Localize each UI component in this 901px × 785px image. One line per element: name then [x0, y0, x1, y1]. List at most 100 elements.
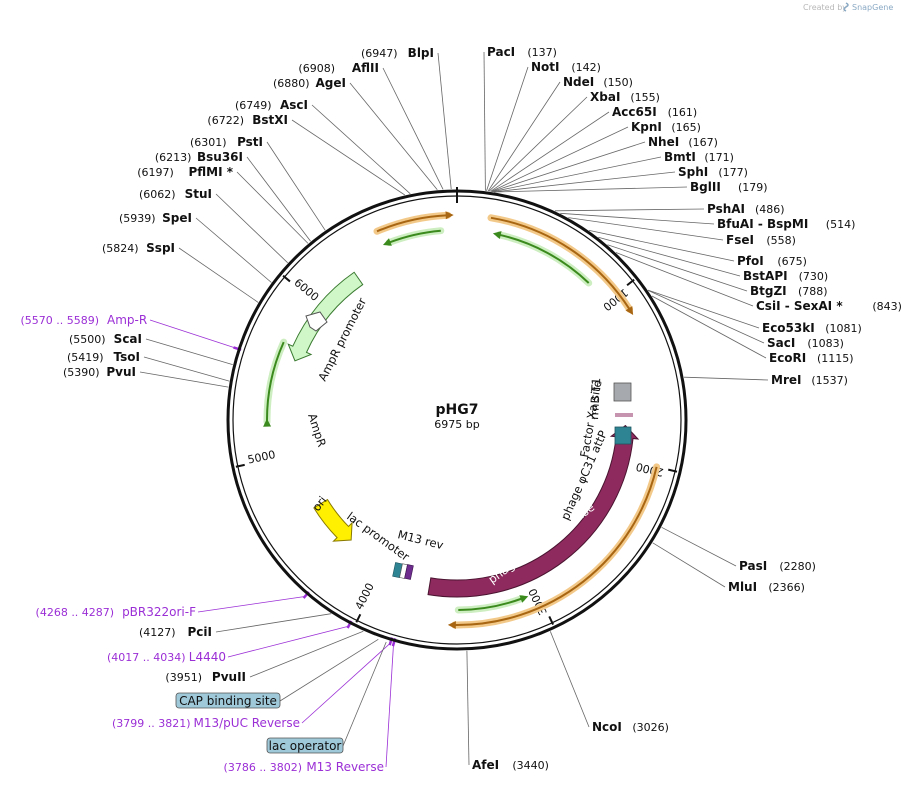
- terminator-rrnb-t1-block[interactable]: [613, 382, 632, 402]
- enzyme-pflmi-name[interactable]: PflMI *: [188, 165, 233, 179]
- orf-arc-bottom-inner[interactable]: [458, 597, 523, 611]
- enzyme-xbai-name[interactable]: XbaI: [590, 90, 620, 104]
- primer-amp-r-name[interactable]: Amp-R: [107, 313, 147, 327]
- enzyme-ecori-name[interactable]: EcoRI: [769, 351, 806, 365]
- primer-pbr322ori-f-range: (4268 .. 4287): [36, 606, 115, 619]
- orf-arc-left-inner-glow: [263, 338, 288, 426]
- enzyme-sphi-name[interactable]: SphI: [678, 165, 708, 179]
- enzyme-kpni-name[interactable]: KpnI: [631, 120, 662, 134]
- ampr-arrow[interactable]: [287, 271, 364, 362]
- enzyme-aflii-position: (6908): [298, 62, 335, 75]
- primer-pbr322ori-f-name[interactable]: pBR322ori-F: [122, 605, 196, 619]
- primer-m13-reverse-name[interactable]: M13 Reverse: [306, 760, 384, 774]
- ampr-promoter-arrow[interactable]: [305, 311, 328, 332]
- enzyme-sspi-leader: [178, 247, 259, 303]
- primer-m13-reverse-range: (3786 .. 3802): [224, 761, 303, 774]
- ori-arrow[interactable]: [313, 498, 353, 542]
- enzyme-scai-leader: [145, 338, 233, 365]
- enzyme-bsu36i-position: (6213): [155, 151, 192, 164]
- enzyme-sphi-leader: [493, 171, 676, 193]
- enzyme-bstxi-name[interactable]: BstXI: [252, 113, 288, 127]
- enzyme-bsu36i-name[interactable]: Bsu36I: [197, 150, 243, 164]
- enzyme-scai-name[interactable]: ScaI: [114, 332, 142, 346]
- enzyme-noti-name[interactable]: NotI: [531, 60, 560, 74]
- enzyme-paci-name[interactable]: PacI: [487, 45, 515, 59]
- enzyme-bsu36i-leader: [246, 156, 311, 242]
- enzyme-ndei-name[interactable]: NdeI: [563, 75, 594, 89]
- enzyme-blpi-name[interactable]: BlpI: [408, 46, 434, 60]
- enzyme-asci-name[interactable]: AscI: [280, 98, 308, 112]
- tick-label-6000: 6000: [291, 276, 321, 304]
- enzyme-bfuai-bspmi-leader: [560, 212, 715, 225]
- orf-arc-left-inner[interactable]: [265, 341, 285, 422]
- enzyme-fsei-position: (558): [766, 234, 796, 247]
- enzyme-tsoi-position: (5419): [67, 351, 104, 364]
- orf-arc-bottom[interactable]: [454, 466, 658, 627]
- enzyme-ncoi-name[interactable]: NcoI: [592, 720, 622, 734]
- leader-lines: [139, 51, 769, 768]
- enzyme-csii-sexai-leader: [615, 252, 754, 307]
- enzyme-bmti-leader: [492, 156, 662, 193]
- enzyme-fsei-name[interactable]: FseI: [726, 233, 754, 247]
- enzyme-bglii-name[interactable]: BglII: [690, 180, 721, 194]
- enzyme-aflii-leader: [382, 67, 444, 190]
- feature-box-cap-binding-site[interactable]: [175, 692, 281, 709]
- enzyme-psti-name[interactable]: PstI: [237, 135, 263, 149]
- primer-m13-puc-reverse-name[interactable]: M13/pUC Reverse: [194, 716, 301, 730]
- enzyme-aflii-name[interactable]: AflII: [352, 61, 379, 75]
- enzyme-bstapi-leader: [598, 236, 741, 277]
- enzyme-csii-sexai-name[interactable]: CsiI - SexAI *: [756, 299, 843, 313]
- enzyme-agei-name[interactable]: AgeI: [316, 76, 346, 90]
- enzyme-mlui-name[interactable]: MluI: [728, 580, 757, 594]
- orf-arc-top-right-inner[interactable]: [499, 233, 590, 284]
- enzyme-pvuii-name[interactable]: PvuII: [212, 670, 246, 684]
- m13-rev-block[interactable]: [404, 564, 414, 580]
- enzyme-ncoi-position: (3026): [632, 721, 669, 734]
- primer-m13-reverse-leader: [385, 644, 394, 768]
- attp-block[interactable]: [614, 426, 632, 445]
- tick-mark-5000: [235, 463, 245, 468]
- enzyme-afei-name[interactable]: AfeI: [472, 758, 499, 772]
- tick-mark-3000: [548, 615, 554, 625]
- enzyme-pvui-name[interactable]: PvuI: [106, 365, 136, 379]
- enzyme-bstapi-name[interactable]: BstAPI: [743, 269, 788, 283]
- enzyme-nhei-name[interactable]: NheI: [648, 135, 679, 149]
- enzyme-ecori-position: (1115): [817, 352, 854, 365]
- enzyme-bmti-name[interactable]: BmtI: [664, 150, 696, 164]
- enzyme-saci-name[interactable]: SacI: [767, 336, 795, 350]
- orf-arc-top-left-inner[interactable]: [388, 229, 441, 244]
- enzyme-afei-leader: [466, 650, 470, 766]
- enzyme-pvuii-position: (3951): [165, 671, 202, 684]
- enzyme-btgzi-position: (788): [798, 285, 828, 298]
- integrase-arrow[interactable]: [427, 424, 640, 598]
- enzyme-bstapi-position: (730): [799, 270, 829, 283]
- enzyme-pshai-leader: [554, 208, 705, 212]
- orf-arc-top-left[interactable]: [376, 214, 448, 233]
- enzyme-sspi-name[interactable]: SspI: [146, 241, 175, 255]
- enzyme-acc65i-name[interactable]: Acc65I: [612, 105, 657, 119]
- enzyme-pfoi-name[interactable]: PfoI: [737, 254, 764, 268]
- enzyme-asci-leader: [311, 104, 411, 195]
- enzyme-spei-name[interactable]: SpeI: [162, 211, 192, 225]
- enzyme-pasi-position: (2280): [779, 560, 816, 573]
- orf-arc-top-right-inner-glow: [495, 231, 593, 287]
- orf-arc-top-right[interactable]: [490, 216, 631, 310]
- orf-arc-bottom-inner-head: [519, 595, 529, 603]
- enzyme-pcii-position: (4127): [139, 626, 176, 639]
- feature-box-lac-operator[interactable]: [266, 737, 344, 754]
- enzyme-btgzi-name[interactable]: BtgZI: [750, 284, 787, 298]
- enzyme-pasi-name[interactable]: PasI: [739, 559, 767, 573]
- enzyme-stui-position: (6062): [139, 188, 176, 201]
- enzyme-pcii-name[interactable]: PciI: [188, 625, 213, 639]
- enzyme-eco53ki-name[interactable]: Eco53kI: [762, 321, 815, 335]
- enzyme-stui-name[interactable]: StuI: [185, 187, 212, 201]
- enzyme-pshai-name[interactable]: PshAI: [707, 202, 745, 216]
- enzyme-ndei-position: (150): [603, 76, 633, 89]
- enzyme-mrei-name[interactable]: MreI: [771, 373, 801, 387]
- primer-l4440-name[interactable]: L4440: [189, 650, 226, 664]
- enzyme-tsoi-name[interactable]: TsoI: [114, 350, 140, 364]
- enzyme-agei-position: (6880): [273, 77, 310, 90]
- orf-arc-top-left-inner-head: [382, 238, 392, 246]
- enzyme-bfuai-bspmi-name[interactable]: BfuAI - BspMI: [717, 217, 808, 231]
- plasmid-name: pHG7: [436, 402, 479, 418]
